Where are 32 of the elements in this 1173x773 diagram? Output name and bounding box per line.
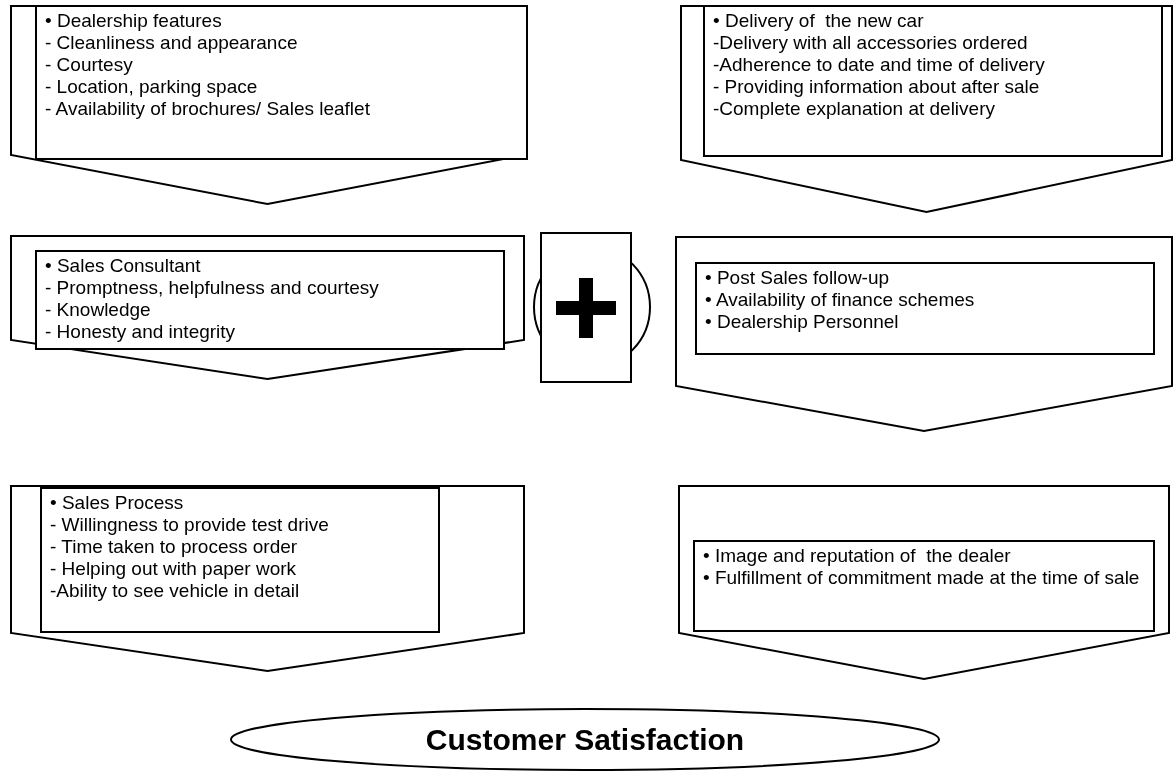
- bullet-text: - Willingness to provide test drive: [50, 514, 330, 536]
- bullet-text: - Honesty and integrity: [45, 321, 237, 343]
- bullet-text: - Cleanliness and appearance: [45, 32, 299, 54]
- bullet-text: - Helping out with paper work: [50, 558, 298, 580]
- bullet-text: -Adherence to date and time of delivery: [713, 54, 1046, 76]
- bullet-text: -Ability to see vehicle in detail: [50, 580, 301, 602]
- text-panel: [695, 262, 1155, 355]
- bullet-text: -Delivery with all accessories ordered: [713, 32, 1029, 54]
- bullet-text: • Dealership Personnel: [705, 311, 900, 333]
- ellipse-label: Customer Satisfaction: [425, 722, 745, 757]
- bullet-text: • Sales Consultant: [45, 255, 202, 277]
- text-panel: [693, 540, 1155, 632]
- text-panel: [40, 487, 440, 633]
- bullet-text: - Providing information about after sale: [713, 76, 1041, 98]
- bullet-text: • Delivery of the new car: [713, 10, 925, 32]
- bullet-text: • Image and reputation of the dealer: [703, 545, 1012, 567]
- bullet-text: • Fulfillment of commitment made at the time of sale: [703, 567, 1141, 589]
- bullet-text: - Location, parking space: [45, 76, 259, 98]
- bullet-text: - Time taken to process order: [50, 536, 299, 558]
- plus-panel: [540, 232, 632, 383]
- bullet-text: • Availability of finance schemes: [705, 289, 976, 311]
- bullet-text: • Post Sales follow-up: [705, 267, 891, 289]
- bullet-text: -Complete explanation at delivery: [713, 98, 996, 120]
- bullet-text: - Availability of brochures/ Sales leaflet: [45, 98, 371, 120]
- bullet-text: - Promptness, helpfulness and courtesy: [45, 277, 380, 299]
- bullet-text: • Dealership features: [45, 10, 223, 32]
- text-panel: [35, 5, 528, 160]
- bullet-text: - Knowledge: [45, 299, 152, 321]
- bullet-text: - Courtesy: [45, 54, 134, 76]
- text-panel: [703, 5, 1163, 157]
- bullet-text: • Sales Process: [50, 492, 185, 514]
- text-panel: [35, 250, 505, 350]
